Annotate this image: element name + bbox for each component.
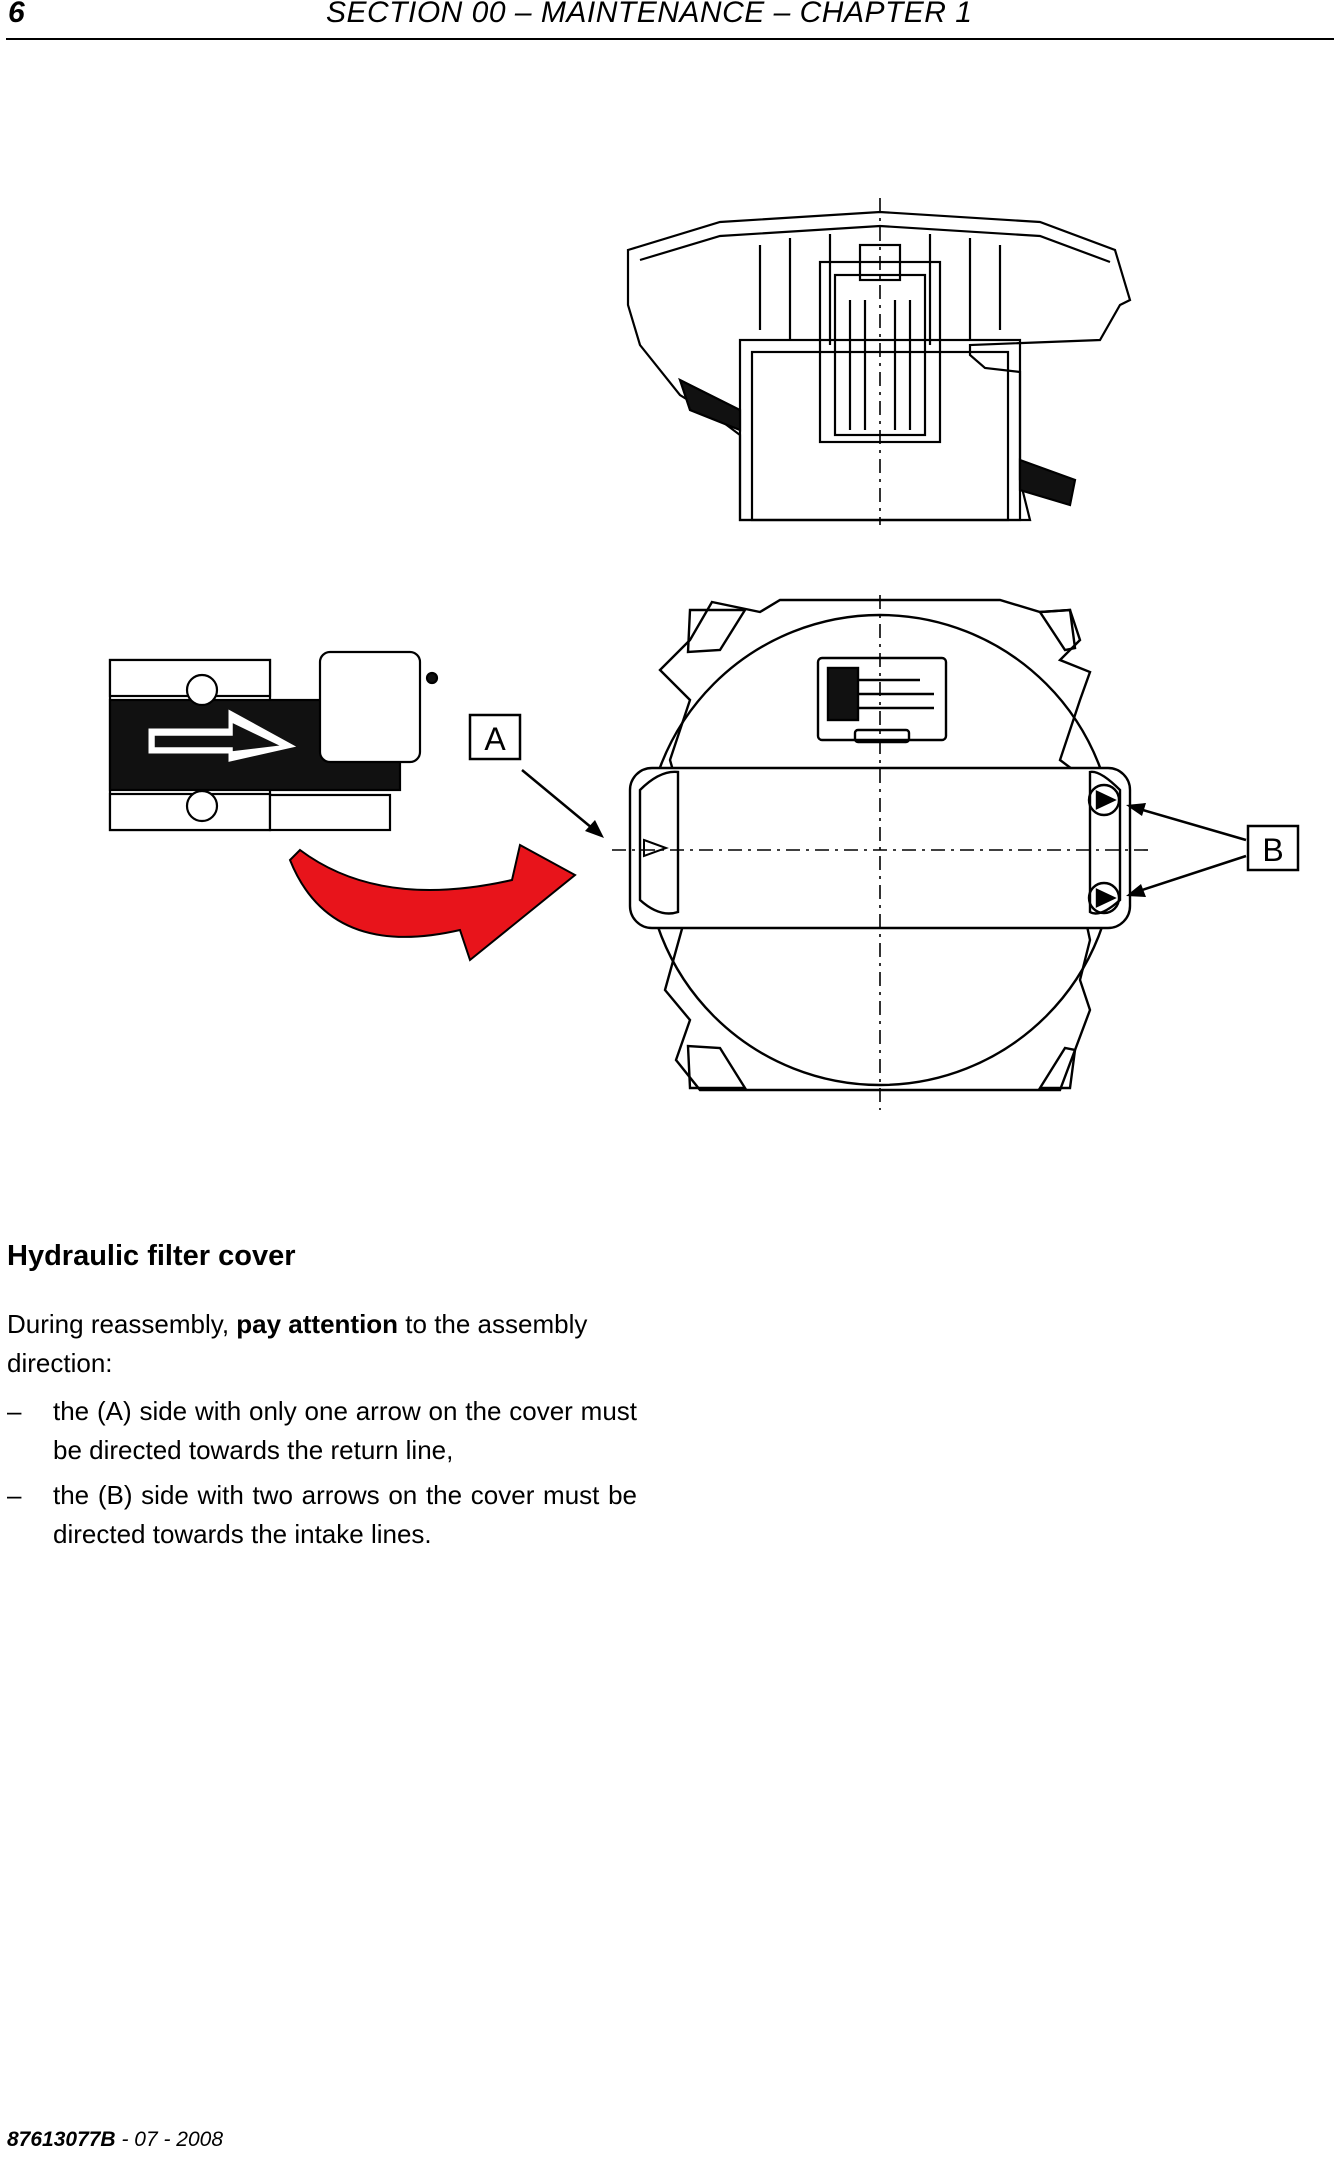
cover-cross-section <box>626 198 1132 525</box>
list-dash: – <box>7 1480 22 1510</box>
intro-paragraph: During reassembly, pay attention to the … <box>7 1305 637 1383</box>
callout-b: B <box>1126 803 1300 897</box>
filter-head-component <box>108 650 439 832</box>
hydraulic-filter-figure: A B <box>108 198 1300 1110</box>
document-date: - 07 - 2008 <box>115 2128 224 2151</box>
intro-text-start: During reassembly, <box>7 1309 237 1339</box>
page-header: 6 SECTION 00 – MAINTENANCE – CHAPTER 1 <box>6 0 1334 40</box>
instruction-list: – the (A) side with only one arrow on th… <box>7 1392 637 1560</box>
list-item-text: the (A) side with only one arrow on the … <box>53 1396 637 1465</box>
list-item-text: the (B) side with two arrows on the cove… <box>53 1480 637 1549</box>
direction-arrow <box>288 843 577 962</box>
intro-emphasis: pay attention <box>236 1309 399 1339</box>
callout-b-label: B <box>1262 832 1283 868</box>
cover-plan-view <box>612 595 1150 1110</box>
callout-a-label: A <box>484 721 506 757</box>
document-code: 87613077B <box>7 2128 116 2151</box>
intro-text-end: to the assembly direction: <box>7 1309 588 1378</box>
page-footer: 87613077B - 07 - 2008 <box>7 2128 223 2152</box>
list-item: – the (B) side with two arrows on the co… <box>7 1476 637 1554</box>
list-item: – the (A) side with only one arrow on th… <box>7 1392 637 1470</box>
section-title: SECTION 00 – MAINTENANCE – CHAPTER 1 <box>326 0 973 29</box>
section-heading: Hydraulic filter cover <box>7 1240 296 1272</box>
list-dash: – <box>7 1396 22 1426</box>
callout-a: A <box>468 713 604 838</box>
page-number: 6 <box>8 0 25 29</box>
